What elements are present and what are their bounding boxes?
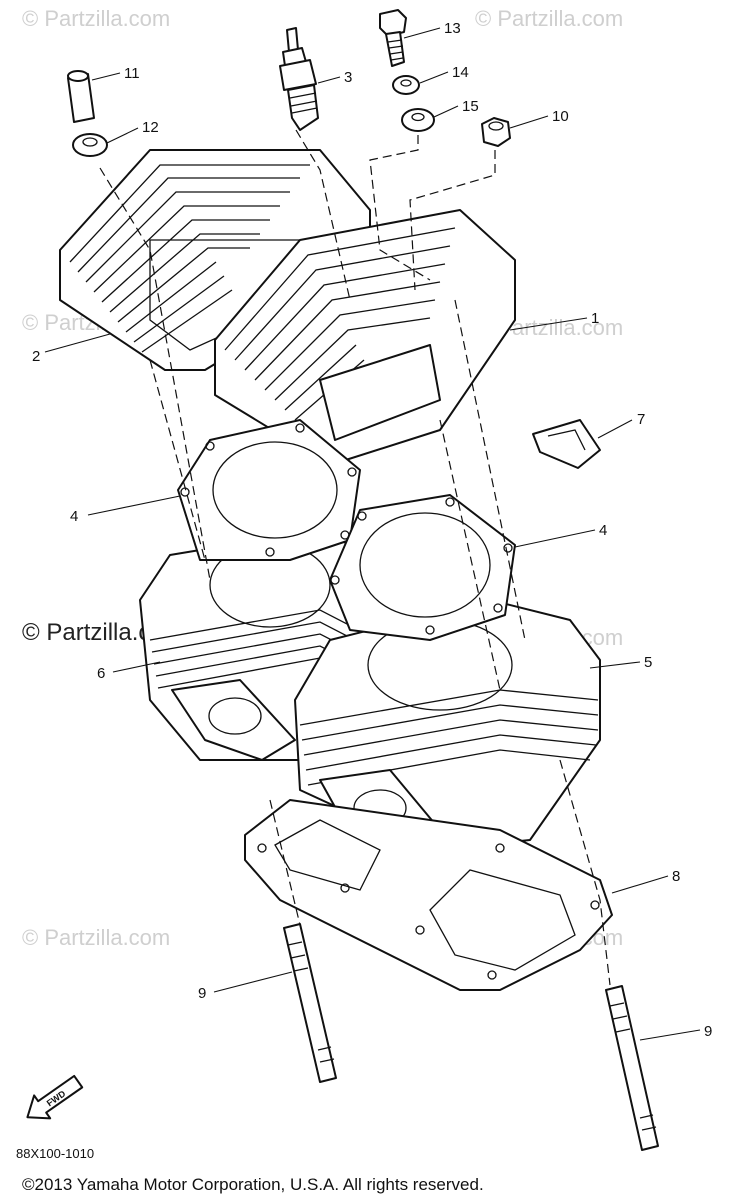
callout-8: 8 <box>672 868 680 885</box>
leader-6 <box>112 661 161 673</box>
callout-12: 12 <box>142 119 159 136</box>
part-9-stud-left <box>283 923 337 1083</box>
diagram-code: 88X100-1010 <box>16 1146 94 1161</box>
part-4-head-gasket-left <box>177 419 361 561</box>
part-10-nut <box>481 117 511 147</box>
leader-9b <box>639 1029 701 1041</box>
leader-4a <box>87 495 181 516</box>
part-8-base-gasket <box>244 799 613 991</box>
leader-2 <box>44 333 111 353</box>
callout-13: 13 <box>444 20 461 37</box>
callout-14: 14 <box>452 64 469 81</box>
leader-10 <box>509 115 549 129</box>
copyright-footer: ©2013 Yamaha Motor Corporation, U.S.A. A… <box>22 1175 484 1194</box>
callout-9-left: 9 <box>198 985 206 1002</box>
part-7-cover <box>532 419 601 469</box>
leader-8 <box>611 875 669 894</box>
callout-3: 3 <box>344 69 352 86</box>
part-4-head-gasket-right <box>329 494 516 641</box>
callout-6: 6 <box>97 665 105 682</box>
callout-7: 7 <box>637 411 645 428</box>
leader-12 <box>106 127 139 144</box>
leader-4b <box>514 529 596 548</box>
part-1-cylinder-head-right <box>214 209 516 466</box>
callout-1: 1 <box>591 310 599 327</box>
part-13-bolt <box>379 9 407 67</box>
leader-1 <box>509 317 588 331</box>
leader-15 <box>433 105 459 118</box>
leader-11 <box>91 72 121 81</box>
part-14-washer <box>392 75 420 95</box>
part-11-collar <box>67 70 95 123</box>
callout-4-left: 4 <box>70 508 78 525</box>
leader-14 <box>419 71 449 84</box>
fwd-arrow-icon: FWD <box>26 1074 84 1120</box>
callout-4-right: 4 <box>599 522 607 539</box>
watermark-top-left: © Partzilla.com <box>22 6 170 31</box>
watermark-bottom-left: © Partzilla.com <box>22 925 170 950</box>
leader-7 <box>597 419 633 439</box>
callout-5: 5 <box>644 654 652 671</box>
part-12-washer <box>72 133 108 157</box>
callout-15: 15 <box>462 98 479 115</box>
part-9-stud-right <box>605 985 659 1151</box>
leader-3 <box>317 76 341 84</box>
callout-9-right: 9 <box>704 1023 712 1040</box>
leader-5 <box>589 661 641 669</box>
leader-9a <box>213 971 293 993</box>
callout-11: 11 <box>124 65 140 82</box>
callout-2: 2 <box>32 348 40 365</box>
leader-13 <box>403 27 441 39</box>
watermark-top-right: © Partzilla.com <box>475 6 623 31</box>
callout-10: 10 <box>552 108 569 125</box>
part-3-spark-plug <box>279 27 319 131</box>
